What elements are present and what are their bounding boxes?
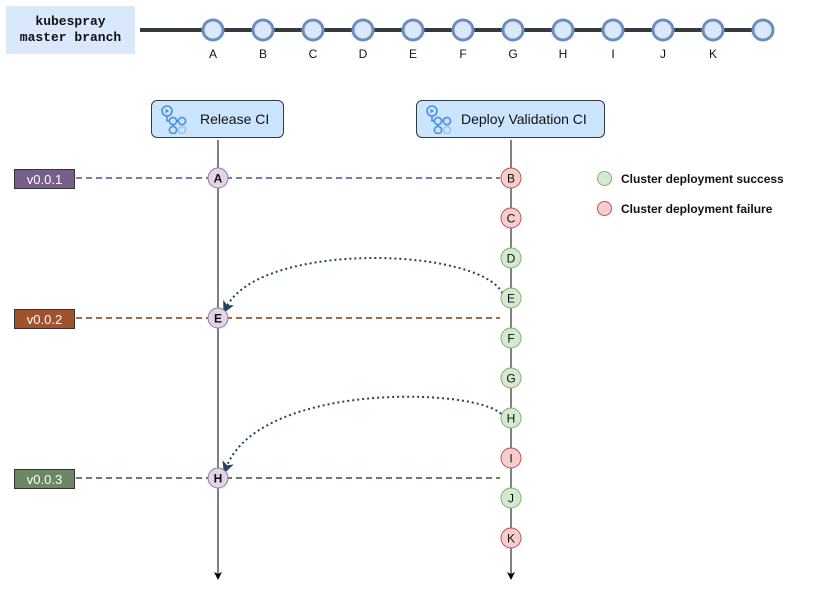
tag-v003: v0.0.3: [14, 469, 75, 489]
deploy-ci-title: Deploy Validation CI: [461, 111, 587, 127]
commit-label: F: [459, 47, 466, 61]
commit-label: J: [660, 47, 666, 61]
branch-commits: A B C D E F G H I J K: [201, 18, 775, 61]
legend-success-label: Cluster deployment success: [621, 171, 784, 186]
commit-node: [451, 18, 475, 42]
branch-label-line2: master branch: [19, 30, 122, 45]
commit-node: [251, 18, 275, 42]
tag-v001: v0.0.1: [14, 169, 75, 189]
validation-nodes: B C D E F G H I J K: [500, 167, 522, 549]
branch-label-line1: kubespray: [35, 14, 106, 29]
legend-success: Cluster deployment success: [597, 171, 784, 186]
commit-label: G: [508, 47, 517, 61]
failure-node: [500, 447, 522, 469]
branch-label: kubespray master branch: [6, 6, 135, 54]
commit-node: [601, 18, 625, 42]
release-ci-title: Release CI: [200, 111, 270, 127]
commit-label: I: [611, 47, 614, 61]
validation-node-label: E: [507, 292, 515, 306]
tag-label: v0.0.3: [26, 471, 63, 487]
validation-node-label: H: [507, 412, 516, 426]
tag-label: v0.0.2: [26, 311, 63, 327]
success-swatch: [597, 171, 612, 186]
promotion-arrow-h: [222, 395, 505, 474]
commit-label: D: [359, 47, 368, 61]
validation-node-label: K: [507, 532, 515, 546]
commit-node: [651, 18, 675, 42]
workflow-icon: [426, 105, 452, 134]
success-node: [500, 287, 522, 309]
tag-v002: v0.0.2: [14, 309, 75, 329]
release-node-label: A: [214, 172, 223, 186]
commit-node: [351, 18, 375, 42]
failure-node: [500, 527, 522, 549]
validation-node-label: D: [507, 252, 516, 266]
commit-node: [201, 18, 225, 42]
success-node: [500, 367, 522, 389]
validation-node-label: C: [507, 212, 516, 226]
commit-label: C: [309, 47, 318, 61]
release-ci-box: Release CI: [151, 100, 284, 138]
validation-node-label: F: [507, 332, 514, 346]
success-node: [500, 327, 522, 349]
success-node: [500, 247, 522, 269]
commit-label: E: [409, 47, 417, 61]
commit-label: H: [559, 47, 568, 61]
commit-label: A: [209, 47, 217, 61]
legend-failure: Cluster deployment failure: [597, 201, 772, 216]
failure-node: [500, 207, 522, 229]
commit-label: K: [709, 47, 717, 61]
success-node: [500, 487, 522, 509]
failure-swatch: [597, 201, 612, 216]
workflow-icon: [161, 105, 187, 134]
validation-node-label: J: [508, 492, 514, 506]
validation-node-label: I: [509, 452, 512, 466]
promotion-arrow-e: [223, 257, 505, 314]
release-node: [207, 307, 229, 329]
validation-node-label: G: [506, 372, 515, 386]
commit-node-head: [751, 18, 775, 42]
release-node: [207, 467, 229, 489]
commit-node: [301, 18, 325, 42]
failure-node: [500, 167, 522, 189]
commit-node: [551, 18, 575, 42]
deploy-ci-box: Deploy Validation CI: [416, 100, 605, 138]
tag-label: v0.0.1: [26, 171, 63, 187]
release-node-label: H: [214, 472, 223, 486]
validation-node-label: B: [507, 172, 515, 186]
release-node: [207, 167, 229, 189]
release-node-label: E: [214, 312, 222, 326]
commit-node: [501, 18, 525, 42]
commit-label: B: [259, 47, 267, 61]
success-node: [500, 407, 522, 429]
commit-node: [701, 18, 725, 42]
release-nodes: A E H: [207, 167, 229, 489]
legend-failure-label: Cluster deployment failure: [621, 201, 773, 216]
commit-node: [401, 18, 425, 42]
